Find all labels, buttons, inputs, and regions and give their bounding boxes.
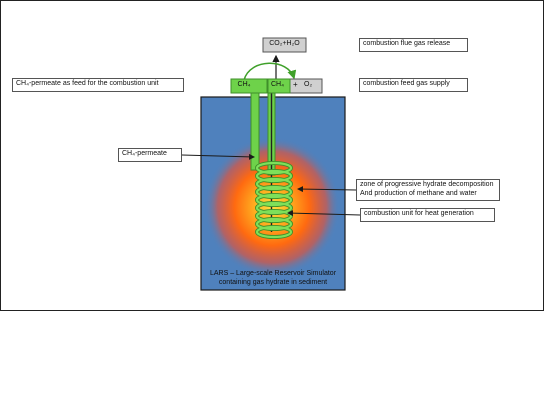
zone-pointer <box>297 186 357 193</box>
permeate-pointer <box>181 153 255 160</box>
permeate-feed-label: CH₄-permeate as feed for the combustion … <box>12 78 184 92</box>
feed-box-ch4-label: CH₄ <box>271 81 284 88</box>
flue-gas-box-label: CO₂+H₂O <box>269 40 300 47</box>
permeate-label: CH₄-permeate <box>118 148 182 162</box>
ch4-box-label: CH₄ <box>237 81 251 88</box>
feed-gas-supply-label: combustion feed gas supply <box>359 78 468 92</box>
zone-decomposition-line2: And production of methane and water <box>360 189 477 197</box>
diagram-canvas: LARS – Large-scale Reservoir Simulator c… <box>181 37 361 291</box>
zone-decomposition-line1: zone of progressive hydrate decompositio… <box>360 181 494 188</box>
feed-box-green-part <box>267 78 291 94</box>
flue-gas-box <box>262 37 307 53</box>
zone-decomposition-label: zone of progressive hydrate decompositio… <box>356 179 500 201</box>
lars-caption-line1: LARS – Large-scale Reservoir Simulator <box>210 270 337 277</box>
permeate-pipe <box>250 89 260 171</box>
feed-box-plus-label: + <box>293 80 298 89</box>
feed-box-o2-label: O₂ <box>304 81 313 88</box>
combustion-pointer <box>287 210 361 217</box>
flue-gas-release-label: combustion flue gas release <box>359 38 468 52</box>
combustion-unit-label: combustion unit for heat generation <box>360 208 495 222</box>
lars-caption-line2: containing gas hydrate in sediment <box>219 279 327 286</box>
ch4-box <box>230 78 268 94</box>
recycle-arc <box>243 62 297 81</box>
